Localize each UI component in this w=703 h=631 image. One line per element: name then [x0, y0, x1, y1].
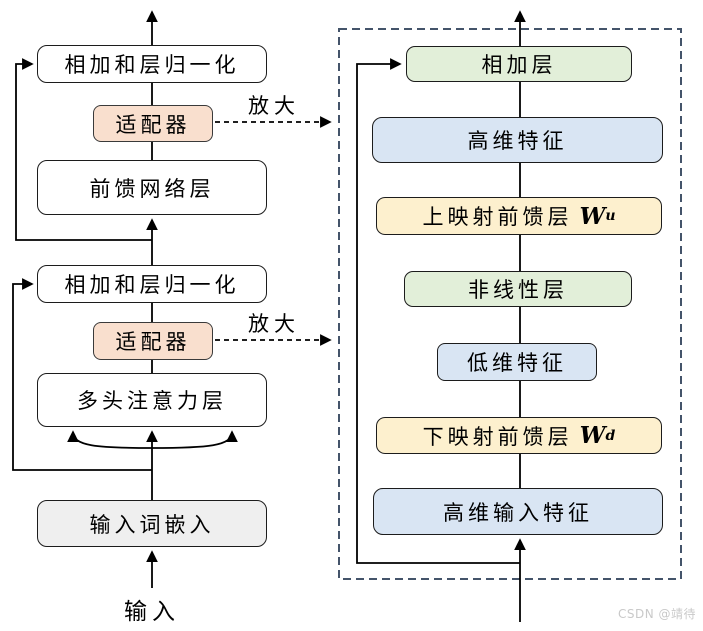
- box-adapter-2-label: 适配器: [115, 330, 191, 354]
- input-label: 输入: [124, 599, 180, 625]
- box-add-layer-label: 相加层: [481, 53, 557, 77]
- mha-qkv-loop: [67, 430, 238, 449]
- zoom-label-bottom: 放大: [248, 312, 300, 336]
- zoom-label-top: 放大: [248, 94, 300, 118]
- box-feed-forward-label: 前馈网络层: [89, 176, 215, 201]
- box-high-dim-input-features-label: 高维输入特征: [443, 500, 593, 525]
- box-down-projection-label: 下映射前馈层: [422, 424, 573, 449]
- down-projection-weight-superscript: d: [605, 427, 616, 444]
- box-nonlinear-layer: 非线性层: [404, 271, 632, 307]
- box-input-embedding-label: 输入词嵌入: [89, 512, 215, 537]
- up-projection-weight-symbol: W: [579, 202, 606, 230]
- box-high-dim-input-features: 高维输入特征: [373, 488, 663, 535]
- box-add-layernorm-2: 相加和层归一化: [37, 265, 267, 303]
- box-multi-head-attention-label: 多头注意力层: [77, 389, 227, 413]
- box-multi-head-attention: 多头注意力层: [37, 373, 267, 427]
- box-adapter-1-label: 适配器: [115, 112, 191, 137]
- box-add-layernorm-1-label: 相加和层归一化: [64, 53, 240, 77]
- skip-connection-bottom: [12, 278, 152, 471]
- box-add-layernorm-2-label: 相加和层归一化: [64, 273, 240, 297]
- box-low-dim-features: 低维特征: [437, 343, 597, 381]
- down-projection-weight-symbol: W: [579, 422, 606, 449]
- adapter-detail-dashed-border: [338, 28, 682, 580]
- csdn-watermark: CSDN @靖待: [618, 607, 697, 621]
- box-input-embedding: 输入词嵌入: [37, 500, 267, 547]
- box-adapter-1: 适配器: [93, 105, 213, 142]
- box-up-projection-label: 上映射前馈层: [422, 205, 573, 229]
- box-adapter-2: 适配器: [93, 322, 213, 360]
- box-nonlinear-layer-label: 非线性层: [468, 278, 568, 302]
- box-high-dim-features-label: 高维特征: [467, 129, 568, 153]
- box-high-dim-features: 高维特征: [372, 117, 663, 163]
- up-projection-weight-superscript: u: [605, 208, 616, 224]
- box-low-dim-features-label: 低维特征: [467, 351, 567, 375]
- box-add-layer: 相加层: [406, 46, 632, 82]
- box-add-layernorm-1: 相加和层归一化: [37, 45, 267, 83]
- skip-connection-adapter: [356, 58, 520, 564]
- box-feed-forward: 前馈网络层: [37, 160, 267, 215]
- skip-connection-top: [15, 58, 152, 241]
